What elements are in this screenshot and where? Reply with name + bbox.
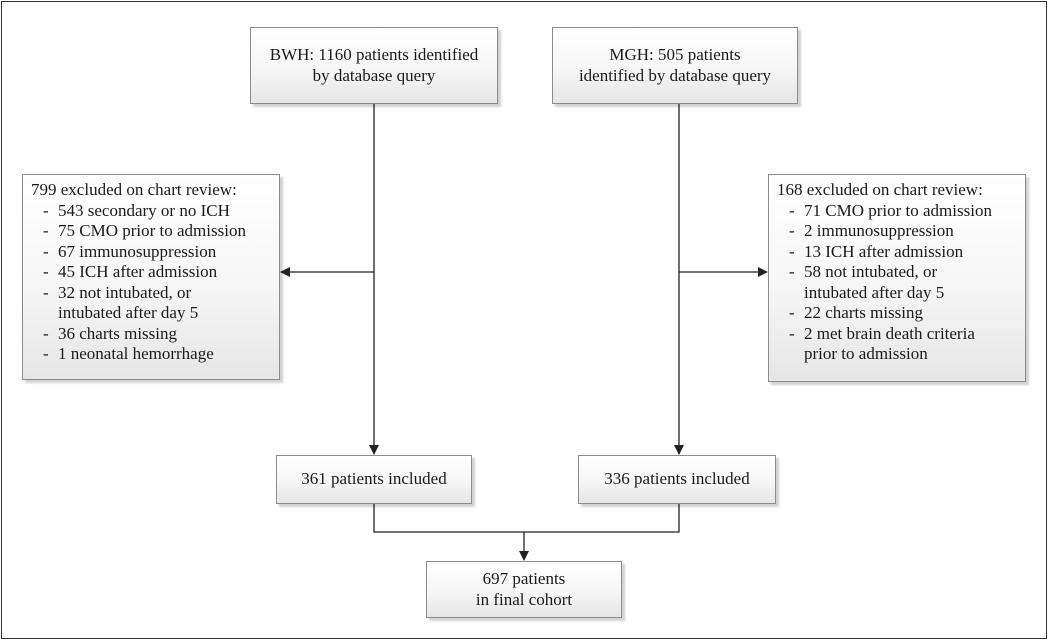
mgh-exclusions-box: 168 excluded on chart review: 71 CMO pri… bbox=[768, 174, 1026, 382]
bwh-exclusions-list: 543 secondary or no ICH 75 CMO prior to … bbox=[31, 201, 271, 365]
mgh-exclusions-title: 168 excluded on chart review: bbox=[777, 180, 983, 199]
mgh-exclusion-item: 22 charts missing bbox=[789, 303, 1017, 324]
bwh-exclusion-item: 45 ICH after admission bbox=[43, 262, 271, 283]
bwh-exclusion-item: 32 not intubated, or bbox=[43, 283, 271, 304]
final-cohort-line-2: in final cohort bbox=[475, 589, 573, 609]
final-cohort-box: 697 patients in final cohort bbox=[426, 561, 622, 618]
bwh-exclusion-item: 67 immunosuppression bbox=[43, 242, 271, 263]
bwh-included-box: 361 patients included bbox=[276, 455, 472, 504]
mgh-exclusion-item-continued: intubated after day 5 bbox=[804, 282, 945, 302]
bwh-exclusion-item-continued: intubated after day 5 bbox=[58, 303, 199, 322]
final-cohort-line-1: 697 patients bbox=[482, 569, 566, 588]
mgh-source-box: MGH: 505 patients identified by database… bbox=[552, 27, 798, 104]
bwh-exclusion-item: 75 CMO prior to admission bbox=[43, 221, 271, 242]
mgh-exclusion-item-continued: prior to admission bbox=[804, 344, 928, 363]
bwh-included-label: 361 patients included bbox=[301, 469, 447, 489]
bwh-exclusions-title: 799 excluded on chart review: bbox=[31, 180, 237, 199]
merge-connector bbox=[373, 504, 680, 533]
mgh-source-line-1: MGH: 505 patients bbox=[609, 45, 741, 64]
mgh-included-label: 336 patients included bbox=[604, 469, 750, 489]
bwh-source-line-2: by database query bbox=[312, 65, 436, 85]
mgh-exclusion-item: 2 met brain death criteria bbox=[789, 324, 1017, 345]
mgh-exclusion-item: 13 ICH after admission bbox=[789, 242, 1017, 263]
mgh-exclusion-item: 2 immunosuppression bbox=[789, 221, 1017, 242]
mgh-exclusion-item: 58 not intubated, or bbox=[789, 262, 1017, 283]
bwh-exclusion-item: 1 neonatal hemorrhage bbox=[43, 344, 271, 365]
mgh-included-box: 336 patients included bbox=[578, 455, 776, 504]
bwh-source-line-1: BWH: 1160 patients identified bbox=[269, 45, 479, 64]
bwh-exclusion-item: 543 secondary or no ICH bbox=[43, 201, 271, 222]
bwh-source-box: BWH: 1160 patients identified by databas… bbox=[250, 27, 498, 104]
mgh-exclusion-item: 71 CMO prior to admission bbox=[789, 201, 1017, 222]
mgh-source-line-2: identified by database query bbox=[578, 65, 772, 85]
mgh-exclusions-list: 71 CMO prior to admission 2 immunosuppre… bbox=[777, 201, 1017, 365]
bwh-exclusions-box: 799 excluded on chart review: 543 second… bbox=[22, 174, 280, 380]
bwh-exclusion-item: 36 charts missing bbox=[43, 324, 271, 345]
